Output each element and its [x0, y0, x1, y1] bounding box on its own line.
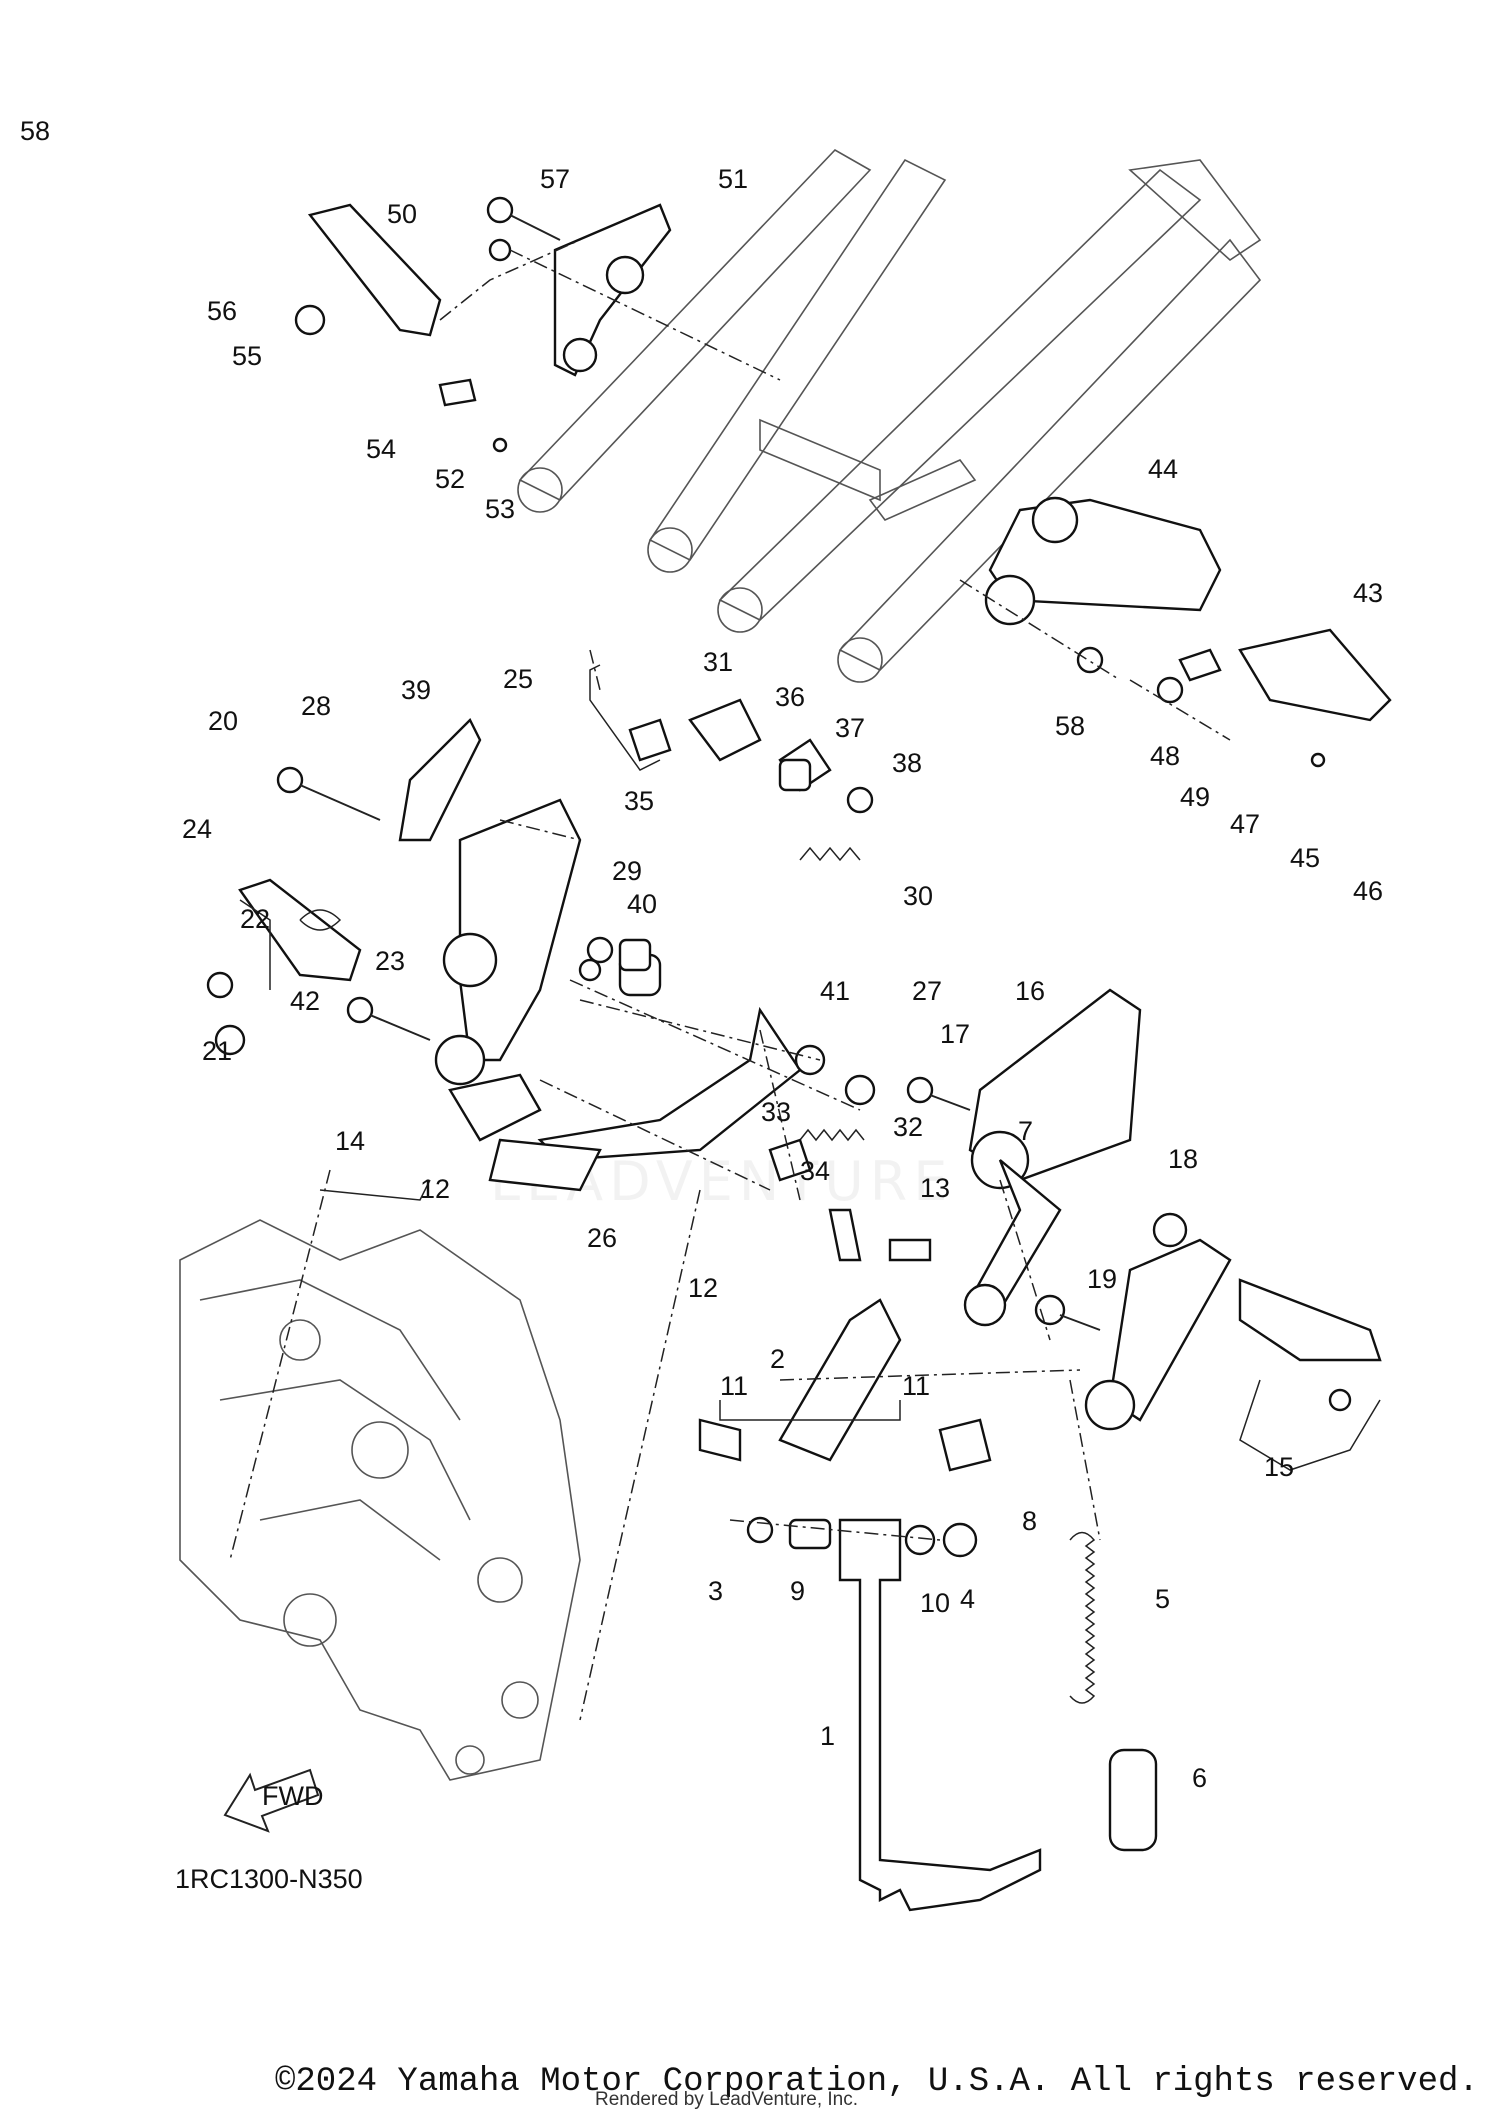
callout-35: 35	[624, 786, 654, 816]
callout-21: 21	[202, 1036, 232, 1066]
callout-24: 24	[182, 814, 212, 844]
callout-50: 50	[387, 199, 417, 229]
callout-10: 10	[920, 1588, 950, 1618]
callout-11: 11	[720, 1371, 748, 1401]
callout-49: 49	[1180, 782, 1210, 812]
callout-30: 30	[903, 881, 933, 911]
callout-5: 5	[1155, 1584, 1170, 1614]
callout-47: 47	[1230, 809, 1260, 839]
callout-20: 20	[208, 706, 238, 736]
rendered-by: Rendered by LeadVenture, Inc.	[595, 2089, 859, 2110]
callout-29: 29	[612, 856, 642, 886]
callout-41: 41	[820, 976, 850, 1006]
callout-40: 40	[627, 889, 657, 919]
callout-53: 53	[485, 494, 515, 524]
callout-34: 34	[800, 1156, 830, 1186]
callout-44: 44	[1148, 454, 1178, 484]
callout-8: 8	[1022, 1506, 1037, 1536]
callout-28: 28	[301, 691, 331, 721]
callout-13: 13	[920, 1173, 950, 1203]
fwd-label: FWD	[262, 1781, 323, 1811]
callout-58: 58	[20, 116, 50, 146]
callout-56: 56	[207, 296, 237, 326]
callout-19: 19	[1087, 1264, 1117, 1294]
callout-54: 54	[366, 434, 396, 464]
callout-25: 25	[503, 664, 533, 694]
callout-42: 42	[290, 986, 320, 1016]
callout-58: 58	[1055, 711, 1085, 741]
callout-11: 11	[902, 1371, 930, 1401]
callout-37: 37	[835, 713, 865, 743]
small-parts	[206, 196, 1352, 1558]
callout-36: 36	[775, 682, 805, 712]
callout-52: 52	[435, 464, 465, 494]
callout-23: 23	[375, 946, 405, 976]
callout-16: 16	[1015, 976, 1045, 1006]
callout-6: 6	[1192, 1763, 1207, 1793]
callout-32: 32	[893, 1112, 923, 1142]
callout-15: 15	[1264, 1452, 1294, 1482]
callout-27: 27	[912, 976, 942, 1006]
callout-31: 31	[703, 647, 733, 677]
callout-43: 43	[1353, 578, 1383, 608]
callout-3: 3	[708, 1576, 723, 1606]
callout-22: 22	[240, 904, 270, 934]
callout-14: 14	[335, 1126, 365, 1156]
callout-39: 39	[401, 675, 431, 705]
callout-48: 48	[1150, 741, 1180, 771]
fwd-arrow: FWD	[223, 1768, 323, 1833]
callout-26: 26	[587, 1223, 617, 1253]
rear-footrest-left	[298, 203, 672, 377]
front-footrest-left	[238, 717, 582, 1142]
callout-55: 55	[232, 341, 262, 371]
diagram-code: 1RC1300-N350	[175, 1864, 363, 1894]
group-brackets	[239, 664, 1381, 1471]
callout-2: 2	[770, 1344, 785, 1374]
callout-18: 18	[1168, 1144, 1198, 1174]
callout-57: 57	[540, 164, 570, 194]
callout-9: 9	[790, 1576, 805, 1606]
callout-51: 51	[718, 164, 748, 194]
callout-45: 45	[1290, 843, 1320, 873]
callout-4: 4	[960, 1584, 975, 1614]
main-frame	[179, 1219, 581, 1781]
callout-1: 1	[820, 1721, 835, 1751]
frame-rails	[517, 148, 1262, 683]
copyright-notice: ©2024 Yamaha Motor Corporation, U.S.A. A…	[275, 2063, 1479, 2101]
callout-33: 33	[761, 1097, 791, 1127]
brake-pedal	[488, 988, 1142, 1327]
callout-12: 12	[420, 1174, 450, 1204]
callout-17: 17	[940, 1019, 970, 1049]
shift-pedal	[1084, 1238, 1382, 1431]
rear-footrest-right	[984, 496, 1392, 722]
callout-12: 12	[688, 1273, 718, 1303]
callout-7: 7	[1018, 1116, 1033, 1146]
callout-46: 46	[1353, 876, 1383, 906]
assembly-lines	[229, 239, 1231, 1721]
callout-38: 38	[892, 748, 922, 778]
